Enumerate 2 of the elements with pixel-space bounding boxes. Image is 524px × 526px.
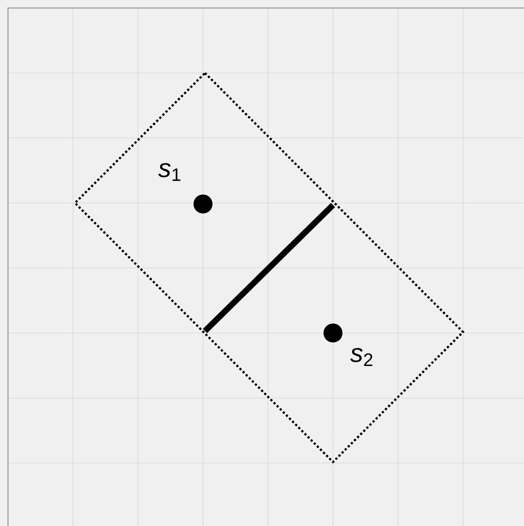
point-label: s$_{2}$	[350, 348, 372, 366]
point-label: s$_{1}$	[158, 163, 180, 181]
